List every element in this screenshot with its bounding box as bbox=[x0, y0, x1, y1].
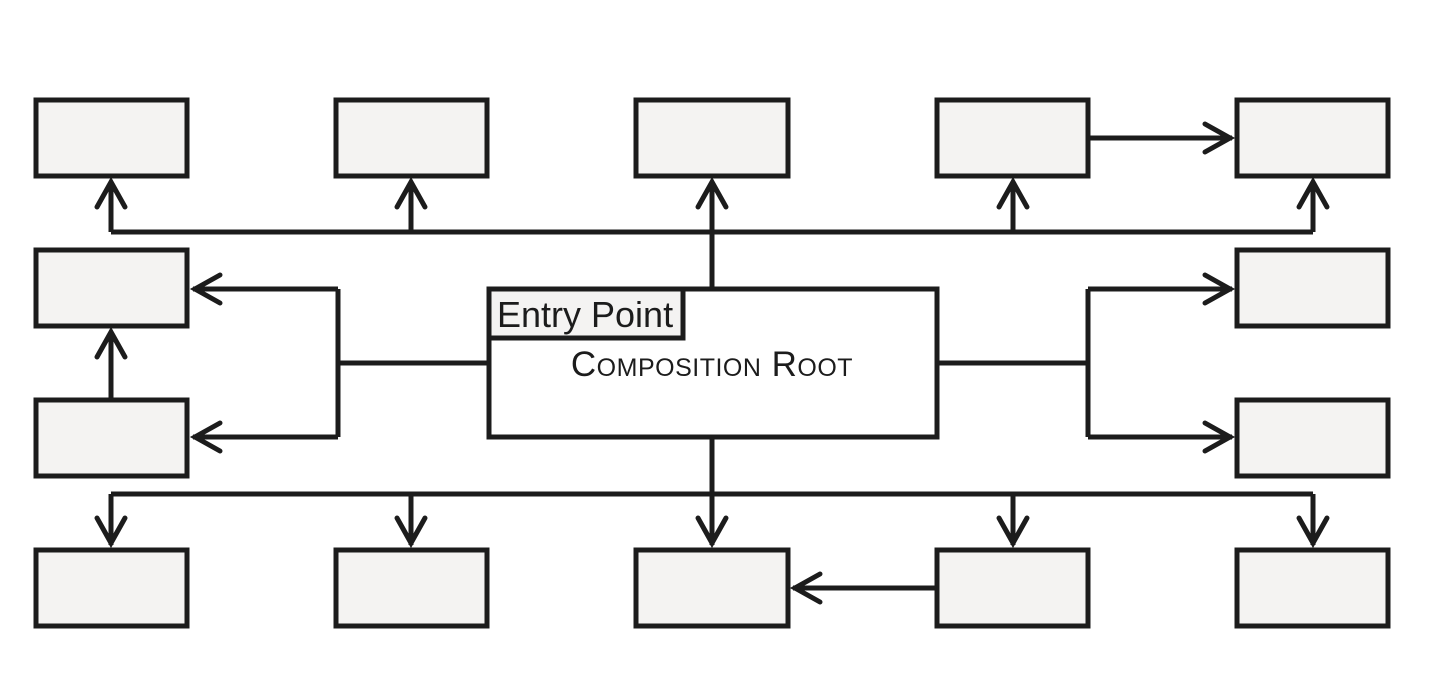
entry-point-tag bbox=[486, 286, 686, 341]
bottom-row bbox=[33, 547, 1391, 629]
arrow-heads bbox=[94, 121, 1330, 605]
arrow-down-icon bbox=[695, 515, 729, 549]
component-box-top-2 bbox=[333, 97, 490, 179]
arrow-down-icon bbox=[996, 515, 1030, 549]
arrow-left-icon bbox=[189, 420, 223, 454]
arrow-right-icon bbox=[1202, 121, 1236, 155]
arrow-down-icon bbox=[394, 515, 428, 549]
component-box-right-lower bbox=[1234, 397, 1391, 479]
arrow-right-icon bbox=[1202, 272, 1236, 306]
composition-root: Entry Point Composition Root bbox=[486, 286, 940, 440]
arrow-up-icon bbox=[394, 176, 428, 210]
component-box-top-1 bbox=[33, 97, 190, 179]
component-box-bottom-4 bbox=[934, 547, 1091, 629]
arrow-left-icon bbox=[189, 272, 223, 306]
component-box-bottom-1 bbox=[33, 547, 190, 629]
component-box-bottom-3 bbox=[633, 547, 791, 629]
connectors bbox=[108, 135, 1316, 591]
top-row bbox=[33, 97, 1391, 179]
arrow-left-icon bbox=[789, 571, 823, 605]
arrow-up-icon bbox=[695, 176, 729, 210]
entry-point-label: Entry Point bbox=[497, 294, 673, 335]
component-box-left-lower bbox=[33, 397, 190, 479]
component-box-top-3 bbox=[633, 97, 791, 179]
arrow-up-icon bbox=[1296, 176, 1330, 210]
arrow-up-icon bbox=[94, 176, 128, 210]
component-box-bottom-5 bbox=[1234, 547, 1391, 629]
component-box-left-upper bbox=[33, 247, 190, 329]
component-box-right-upper bbox=[1234, 247, 1391, 329]
composition-root-label: Composition Root bbox=[571, 345, 853, 384]
arrow-down-icon bbox=[1296, 515, 1330, 549]
connector-left-branch bbox=[193, 286, 489, 440]
component-box-top-5 bbox=[1234, 97, 1391, 179]
connector-right-branch bbox=[937, 286, 1232, 440]
middle-rows bbox=[33, 247, 1391, 479]
arrow-up-icon bbox=[996, 176, 1030, 210]
component-box-bottom-2 bbox=[333, 547, 490, 629]
arrow-up-icon bbox=[94, 326, 128, 360]
arrow-right-icon bbox=[1202, 420, 1236, 454]
component-box-top-4 bbox=[934, 97, 1091, 179]
arrow-down-icon bbox=[94, 515, 128, 549]
